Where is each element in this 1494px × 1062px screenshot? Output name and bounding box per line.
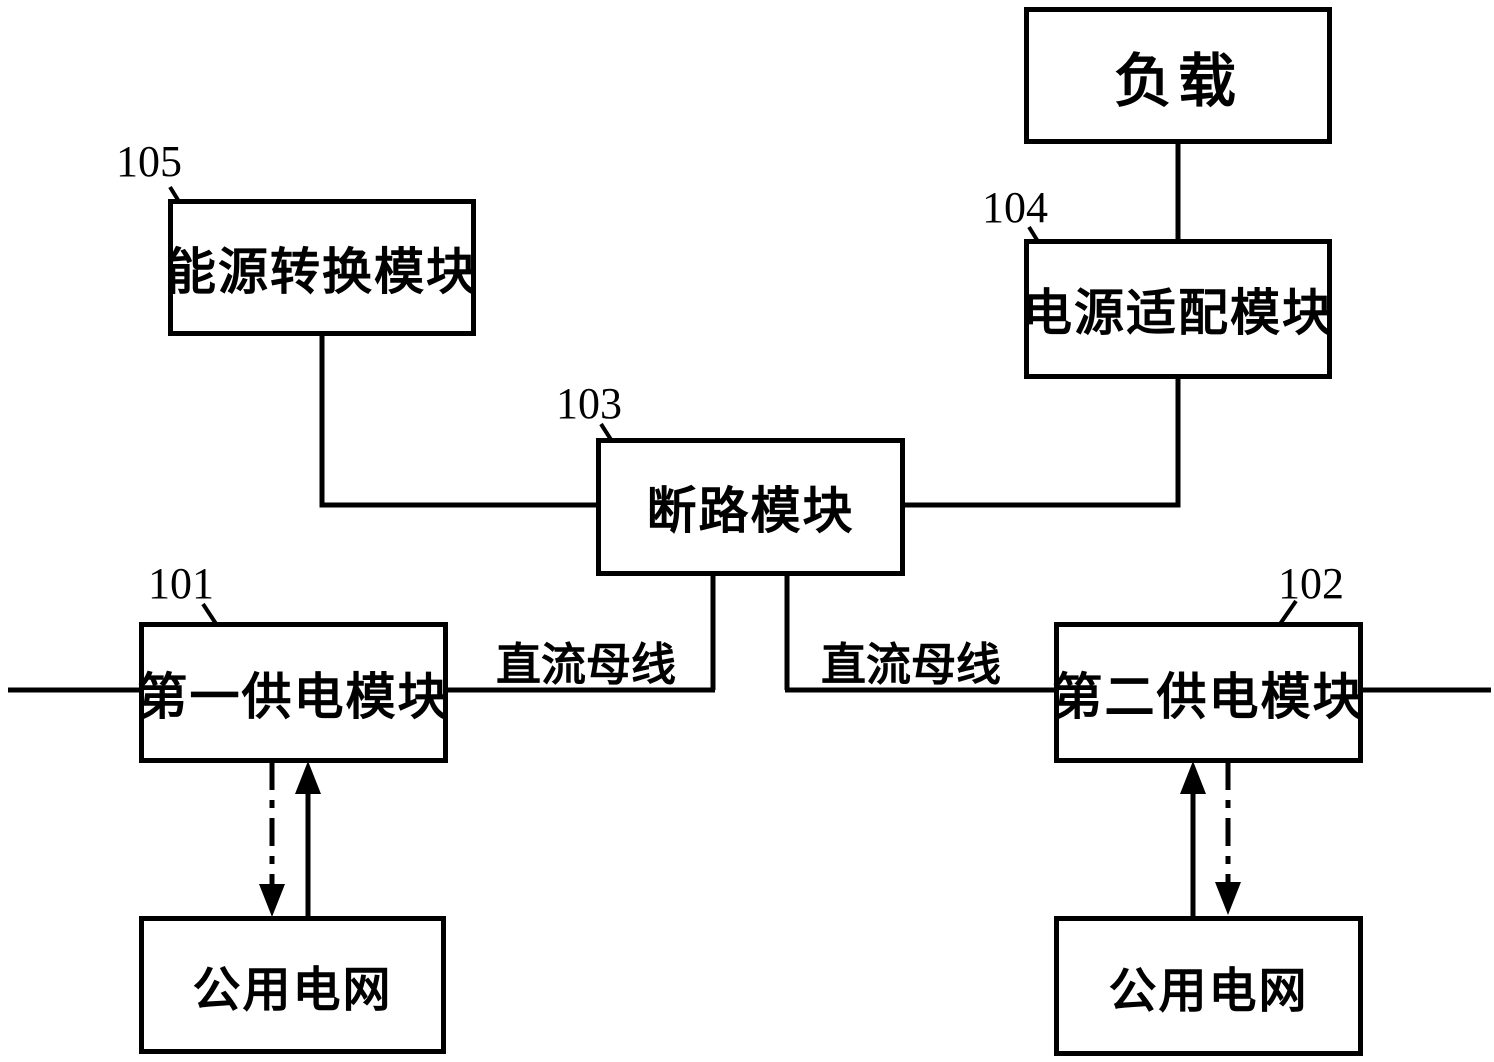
node-energy-conversion-module: 能源转换模块 xyxy=(166,199,478,336)
ref-label-102: 102 xyxy=(1278,559,1344,608)
ref-label-104: 104 xyxy=(982,183,1048,232)
node-public-grid-right: 公用电网 xyxy=(1054,916,1363,1056)
node-load: 负载 xyxy=(1024,7,1332,144)
ref-label-103: 103 xyxy=(556,379,622,428)
node-second-power-supply-label: 第二供电模块 xyxy=(1052,668,1365,725)
node-power-adapter-label: 电源适配模块 xyxy=(1022,285,1334,341)
arrowhead-down-left xyxy=(259,884,285,917)
node-public-grid-left: 公用电网 xyxy=(139,916,446,1054)
dc-bus-label-right: 直流母线 xyxy=(821,639,1002,690)
node-load-label: 负载 xyxy=(1113,48,1242,114)
ref-label-101: 101 xyxy=(148,559,214,608)
node-first-power-supply-module: 第一供电模块 xyxy=(137,622,450,763)
node-circuit-breaking-label: 断路模块 xyxy=(646,483,855,539)
arrowhead-up-left xyxy=(295,761,321,794)
node-second-power-supply-module: 第二供电模块 xyxy=(1052,622,1365,763)
ref-label-105: 105 xyxy=(116,137,182,186)
node-public-grid-left-label: 公用电网 xyxy=(192,964,393,1017)
wire-energy-to-breaker xyxy=(319,334,598,508)
node-power-adapter-module: 电源适配模块 xyxy=(1022,239,1334,379)
node-energy-conversion-label: 能源转换模块 xyxy=(166,243,478,300)
dc-bus-label-left: 直流母线 xyxy=(496,639,677,690)
wire-adapter-to-breaker xyxy=(903,377,1181,508)
node-public-grid-right-label: 公用电网 xyxy=(1108,965,1309,1018)
node-circuit-breaking-module: 断路模块 xyxy=(596,438,905,576)
arrowhead-down-right xyxy=(1215,882,1241,915)
node-first-power-supply-label: 第一供电模块 xyxy=(137,668,450,725)
arrowhead-up-right xyxy=(1180,761,1206,794)
